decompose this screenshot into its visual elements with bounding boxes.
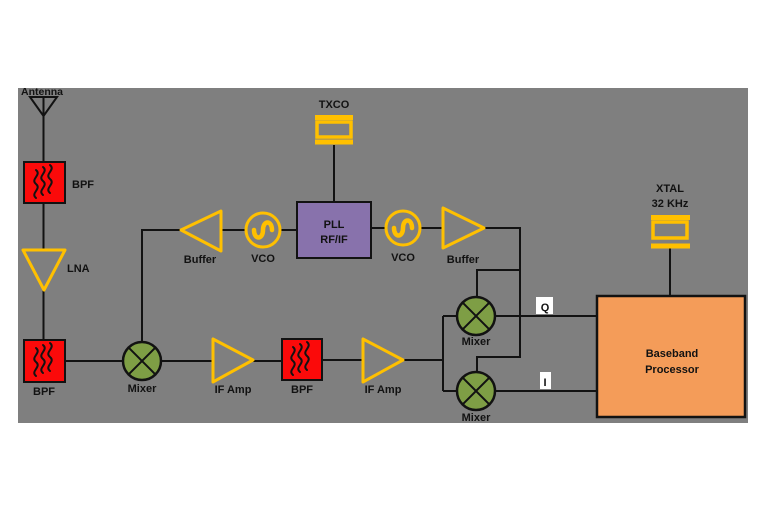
pll-label-line1: PLL [324,219,345,231]
bpf-premixer-label: BPF [33,386,55,398]
i-label-highlight [540,372,551,389]
crystal-top-plate-icon [315,115,353,120]
rf-mixer: Mixer [121,340,163,395]
mixer-x-line [461,301,491,331]
buffer-right: Buffer [441,206,486,266]
wire-lo-to-rf-mixer [141,229,181,342]
txco-crystal: TXCO [315,99,353,145]
xtal-label-line2: 32 KHz [652,198,689,210]
buffer-left-label: Buffer [184,254,217,266]
filter-waves-icon [290,341,310,376]
pll-label-line2: RF/IF [320,234,348,246]
q-mixer-label: Mixer [462,336,491,348]
sine-wave-icon [391,218,415,238]
lna-label: LNA [67,263,90,275]
bpf-rf-label: BPF [72,179,94,191]
buffer-right-label: Buffer [447,254,480,266]
sine-wave-icon [251,220,275,240]
crystal-body-icon [315,120,353,139]
pll-box [296,201,372,259]
mixer-x-line [127,346,157,376]
q-mixer: Mixer [455,295,497,348]
antenna-icon [28,96,59,118]
vco-left-label: VCO [251,253,275,265]
baseband-label-line1: Baseband [646,348,699,360]
lna-amplifier: LNA [21,248,90,292]
vco-right-label: VCO [391,252,415,264]
xtal-label-line1: XTAL [656,183,684,195]
baseband-processor-box [595,294,747,419]
vco-left: VCO [244,211,282,265]
filter-waves-icon [33,164,53,199]
if-amp-1: IF Amp [211,337,255,396]
bpf-if-label: BPF [291,384,313,396]
buffer-left: Buffer [179,209,223,266]
i-mixer-label: Mixer [462,412,491,424]
amplifier-icon [361,337,405,384]
txco-label: TXCO [319,99,350,111]
rf-mixer-label: Mixer [128,383,157,395]
baseband-label-line2: Processor [645,364,700,376]
bpf-if-block: BPF [281,338,323,396]
buffer-amplifier-icon [441,206,486,250]
xtal-crystal: XTAL 32 KHz [651,183,690,249]
filter-waves-icon [33,342,53,377]
baseband-processor-block: Baseband Processor [595,294,747,419]
if-amp-2: IF Amp [361,337,405,396]
amplifier-icon [21,248,67,292]
crystal-bottom-plate-icon [315,139,353,145]
buffer-amplifier-icon [179,209,223,253]
oscillator-circle-icon [244,211,282,249]
antenna: Antenna [21,86,63,118]
wire-lo-qmixer [476,269,520,297]
amplifier-icon [211,337,255,384]
wire-bufferR-lo-distribution [476,227,521,372]
bpf-rf-block: BPF [23,161,94,204]
i-port: I [540,372,551,389]
q-label-highlight [536,297,553,314]
pll-block: PLL RF/IF [296,201,372,259]
mixer-x-line [461,376,491,406]
if-amp-2-label: IF Amp [365,384,402,396]
crystal-top-plate-icon [651,215,690,220]
bpf-premixer-block: BPF [23,339,66,398]
wires [42,98,671,392]
crystal-body-icon [651,220,689,240]
antenna-label: Antenna [21,86,63,98]
crystal-bottom-plate-icon [651,243,690,249]
if-amp-1-label: IF Amp [215,384,252,396]
q-port-label: Q [541,302,550,314]
oscillator-circle-icon [384,209,422,247]
vco-right: VCO [384,209,422,264]
q-port: Q [536,297,553,314]
i-port-label: I [543,377,546,389]
i-mixer: Mixer [455,370,497,424]
